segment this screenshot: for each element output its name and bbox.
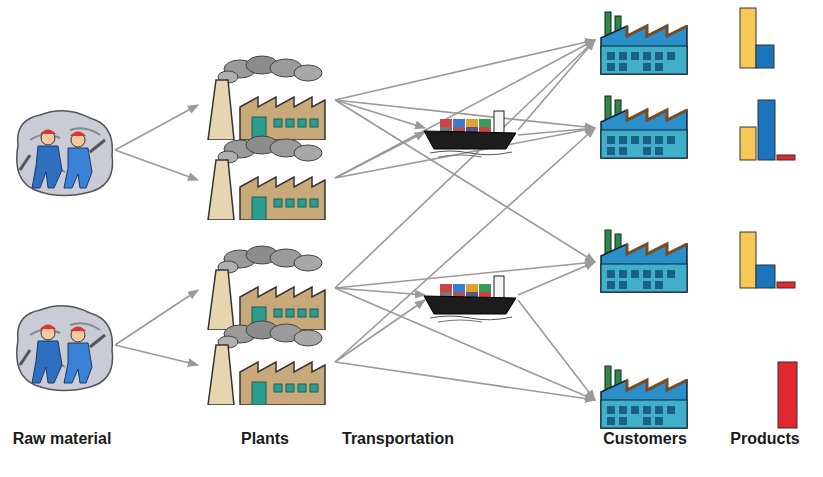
stage-label: Plants bbox=[241, 430, 289, 448]
stage-label: Customers bbox=[603, 430, 687, 448]
stage-label: Products bbox=[730, 430, 799, 448]
stage-label: Raw material bbox=[13, 430, 112, 448]
stage-label: Transportation bbox=[342, 430, 454, 448]
